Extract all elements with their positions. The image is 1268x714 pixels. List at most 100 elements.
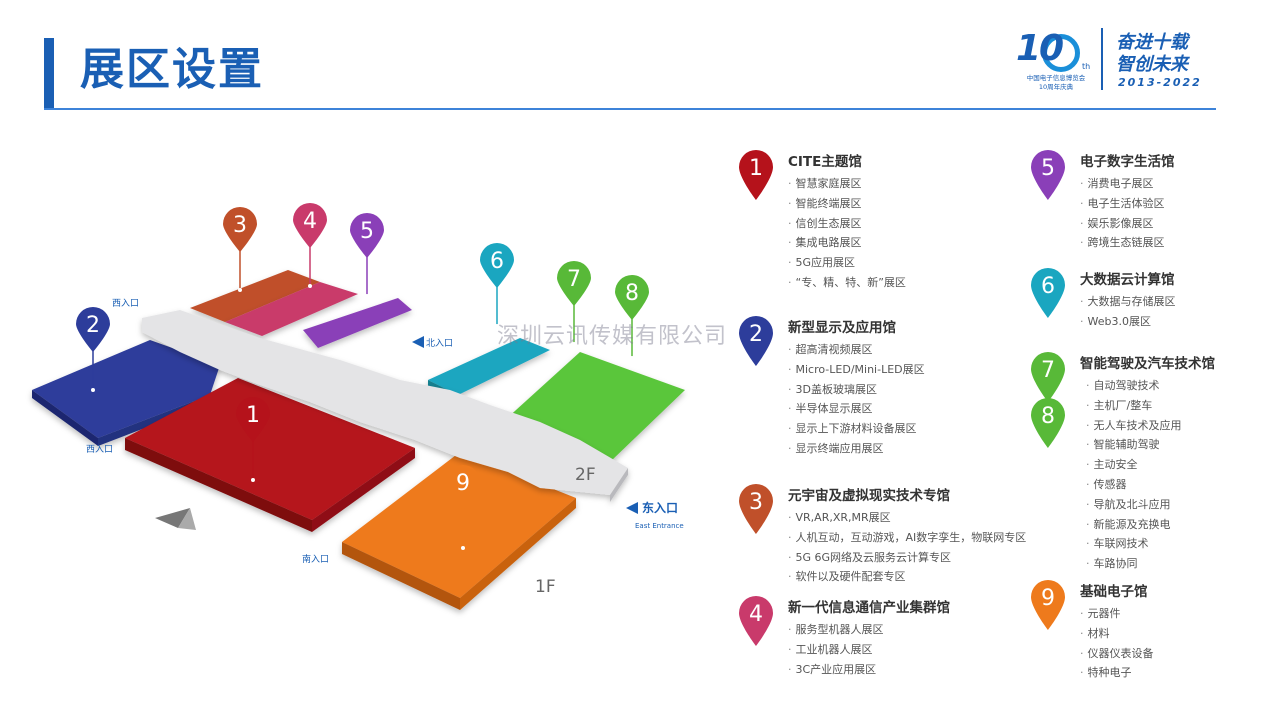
logo-years: 2013-2022 (1118, 76, 1202, 89)
entrance-east[interactable]: 东入口 East Entrance (626, 500, 684, 530)
legend-item: 超高清视频展区 (788, 340, 925, 360)
compass-icon (155, 508, 196, 530)
legend-item-list: 服务型机器人展区工业机器人展区3C产业应用展区 (788, 620, 884, 679)
legend-item: 电子生活体验区 (1080, 194, 1165, 214)
legend-item: 消费电子展区 (1080, 174, 1165, 194)
pin-number: 4 (749, 602, 763, 627)
hall-5-block[interactable] (303, 298, 412, 348)
legend-item: 传感器 (1086, 475, 1182, 495)
corridor-2f[interactable] (142, 310, 628, 502)
legend-item: VR,AR,XR,MR展区 (788, 508, 1026, 528)
legend-pin-icon: 1 (736, 148, 776, 202)
map-pin-3[interactable]: 3 (223, 207, 257, 292)
legend-item: 3C产业应用展区 (788, 660, 884, 680)
hall-3-block[interactable] (190, 270, 320, 322)
legend-item-list: 自动驾驶技术主机厂/整车无人车技术及应用智能辅助驾驶主动安全传感器导航及北斗应用… (1086, 376, 1182, 574)
map-pin-4[interactable]: 4 (293, 203, 327, 288)
map-pin-7[interactable]: 7 (557, 260, 592, 346)
map-pins: 1 2 3 4 5 6 7 8 9 (76, 203, 649, 550)
legend-item-list: 元器件材料仪器仪表设备特种电子 (1080, 604, 1154, 683)
entrance-north-label: 北入口 (426, 338, 453, 349)
entrance-east-label: 东入口 (642, 500, 678, 515)
legend-title: CITE主题馆 (788, 154, 862, 170)
map-pin-number: 7 (567, 267, 581, 292)
floor-label-1f: 1F (535, 577, 556, 597)
legend-item: Web3.0展区 (1080, 312, 1176, 332)
legend-title: 电子数字生活馆 (1080, 154, 1175, 170)
legend-item-list: 消费电子展区电子生活体验区娱乐影像展区跨境生态链展区 (1080, 174, 1165, 253)
legend-item: 服务型机器人展区 (788, 620, 884, 640)
entrance-west-upper[interactable]: 西入口 (112, 298, 139, 309)
legend-item: 新能源及充换电 (1086, 515, 1182, 535)
legend-item: 智能终端展区 (788, 194, 906, 214)
entrance-north[interactable]: 北入口 (412, 336, 453, 349)
map-pin-8[interactable]: 8 (615, 275, 649, 360)
hall-9-block[interactable] (342, 452, 576, 610)
map-pin-2[interactable]: 2 (76, 306, 110, 392)
map-pin-1[interactable]: 1 (236, 397, 270, 482)
title-accent-bar (44, 38, 54, 110)
pin-number: 1 (749, 156, 763, 181)
pin-number: 5 (1041, 156, 1055, 181)
logo-ring-icon (1042, 34, 1080, 72)
legend-item: 大数据与存储展区 (1080, 292, 1176, 312)
entrance-west-upper-label: 西入口 (112, 298, 139, 309)
legend-item: 智慧家庭展区 (788, 174, 906, 194)
legend-item-list: 超高清视频展区Micro-LED/Mini-LED展区3D盖板玻璃展区半导体显示… (788, 340, 925, 459)
map-pin-6[interactable]: 6 (480, 243, 514, 328)
legend-item: 元器件 (1080, 604, 1154, 624)
legend-item: 仪器仪表设备 (1080, 644, 1154, 664)
logo-th: th (1082, 62, 1091, 71)
legend-item: 材料 (1080, 624, 1154, 644)
logo-ten: 10 (1016, 28, 1064, 69)
map-pin-number: 2 (86, 313, 100, 338)
pin-number: 2 (749, 322, 763, 347)
legend-item: 人机互动，互动游戏，AI数字孪生，物联网专区 (788, 528, 1027, 548)
legend-title: 新一代信息通信产业集群馆 (788, 600, 950, 616)
pin-number-secondary: 8 (1041, 404, 1055, 429)
map-pin-9[interactable]: 9 (446, 465, 480, 550)
pin-number: 6 (1041, 274, 1055, 299)
map-pin-number: 9 (456, 471, 470, 496)
legend-item: 车路协同 (1086, 554, 1182, 574)
legend-item: 信创生态展区 (788, 214, 906, 234)
map-pin-number: 5 (360, 219, 374, 244)
legend-item: 5G 6G网络及云服务云计算专区 (788, 548, 1026, 568)
legend-item: 5G应用展区 (788, 253, 906, 273)
legend-item: 软件以及硬件配套专区 (788, 567, 1026, 587)
entrance-south[interactable]: 南入口 (302, 553, 329, 565)
legend-item: 智能辅助驾驶 (1086, 435, 1182, 455)
map-pin-5[interactable]: 5 (350, 213, 384, 298)
logo-slogan-2: 智创未来 (1116, 54, 1188, 75)
legend-pin-icon: 7 (1028, 350, 1068, 404)
event-logo: 10 th 中国电子信息博览会 10周年庆典 奋进十载 智创未来 2013-20… (1012, 26, 1222, 100)
legend-item: “专、精、特、新”展区 (788, 273, 906, 293)
legend-title: 新型显示及应用馆 (788, 320, 896, 336)
entrance-west-lower[interactable]: 西入口 (86, 444, 113, 455)
map-pin-number: 1 (246, 403, 260, 428)
logo-slogan-1: 奋进十载 (1116, 32, 1188, 53)
header-divider (44, 108, 1216, 110)
map-pin-number: 8 (625, 281, 639, 306)
hall-4-block[interactable] (225, 282, 358, 336)
legend-item-list: VR,AR,XR,MR展区人机互动，互动游戏，AI数字孪生，物联网专区5G 6G… (788, 508, 1027, 587)
legend-pin-icon: 9 (1028, 578, 1068, 632)
legend-pin-icon: 4 (736, 594, 776, 648)
legend-item: 3D盖板玻璃展区 (788, 380, 925, 400)
floor-label-2f: 2F (575, 465, 596, 485)
floor-map: 2F 1F 东入口 East Entrance 北入口 南入口 西入口 西入口 … (32, 203, 685, 610)
legend-item: 主机厂/整车 (1086, 396, 1182, 416)
legend-title: 元宇宙及虚拟现实技术专馆 (788, 488, 950, 504)
legend-title: 基础电子馆 (1080, 584, 1148, 600)
legend-item: 主动安全 (1086, 455, 1182, 475)
legend-item: 车联网技术 (1086, 534, 1182, 554)
hall-1-block[interactable] (125, 378, 415, 532)
map-pin-number: 3 (233, 213, 247, 238)
legend-item: 显示终端应用展区 (788, 439, 925, 459)
legend-item: 工业机器人展区 (788, 640, 884, 660)
legend-title: 智能驾驶及汽车技术馆 (1080, 356, 1215, 372)
page-title: 展区设置 (80, 44, 264, 95)
entrance-east-en: East Entrance (635, 522, 684, 530)
legend-item: 集成电路展区 (788, 233, 906, 253)
map-pin-number: 6 (490, 249, 504, 274)
